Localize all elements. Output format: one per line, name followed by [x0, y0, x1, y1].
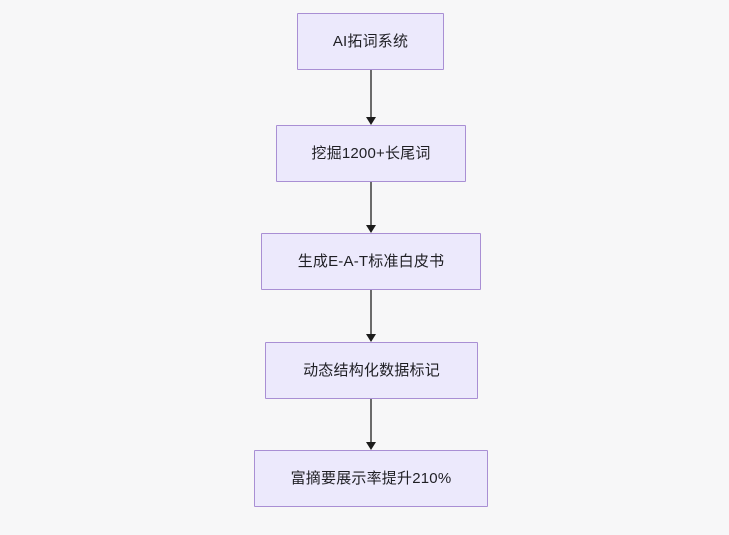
flow-edge-4 — [366, 399, 376, 450]
flow-edge-2 — [366, 182, 376, 233]
flow-arrowhead-icon — [366, 117, 376, 125]
flow-arrowhead-icon — [366, 442, 376, 450]
flow-node-label: AI拓词系统 — [332, 32, 409, 50]
flow-edge-line — [370, 399, 372, 444]
flow-arrowhead-icon — [366, 334, 376, 342]
flow-arrowhead-icon — [366, 225, 376, 233]
flow-edge-3 — [366, 290, 376, 342]
flow-edge-1 — [366, 70, 376, 125]
flow-node-dynamic-structured-data-markup[interactable]: 动态结构化数据标记 — [265, 342, 478, 399]
flow-node-label: 动态结构化数据标记 — [303, 361, 440, 379]
flow-edge-line — [370, 70, 372, 119]
flow-edge-line — [370, 182, 372, 227]
flow-node-ai-keyword-system[interactable]: AI拓词系统 — [297, 13, 444, 70]
flow-node-label: 富摘要展示率提升210% — [290, 469, 452, 487]
flow-node-label: 挖掘1200+长尾词 — [311, 144, 431, 162]
flow-node-mine-longtail-keywords[interactable]: 挖掘1200+长尾词 — [276, 125, 466, 182]
flow-node-label: 生成E-A-T标准白皮书 — [297, 252, 445, 270]
flow-node-generate-eat-whitepaper[interactable]: 生成E-A-T标准白皮书 — [261, 233, 481, 290]
flow-edge-line — [370, 290, 372, 336]
flow-node-rich-snippet-impression-uplift[interactable]: 富摘要展示率提升210% — [254, 450, 488, 507]
